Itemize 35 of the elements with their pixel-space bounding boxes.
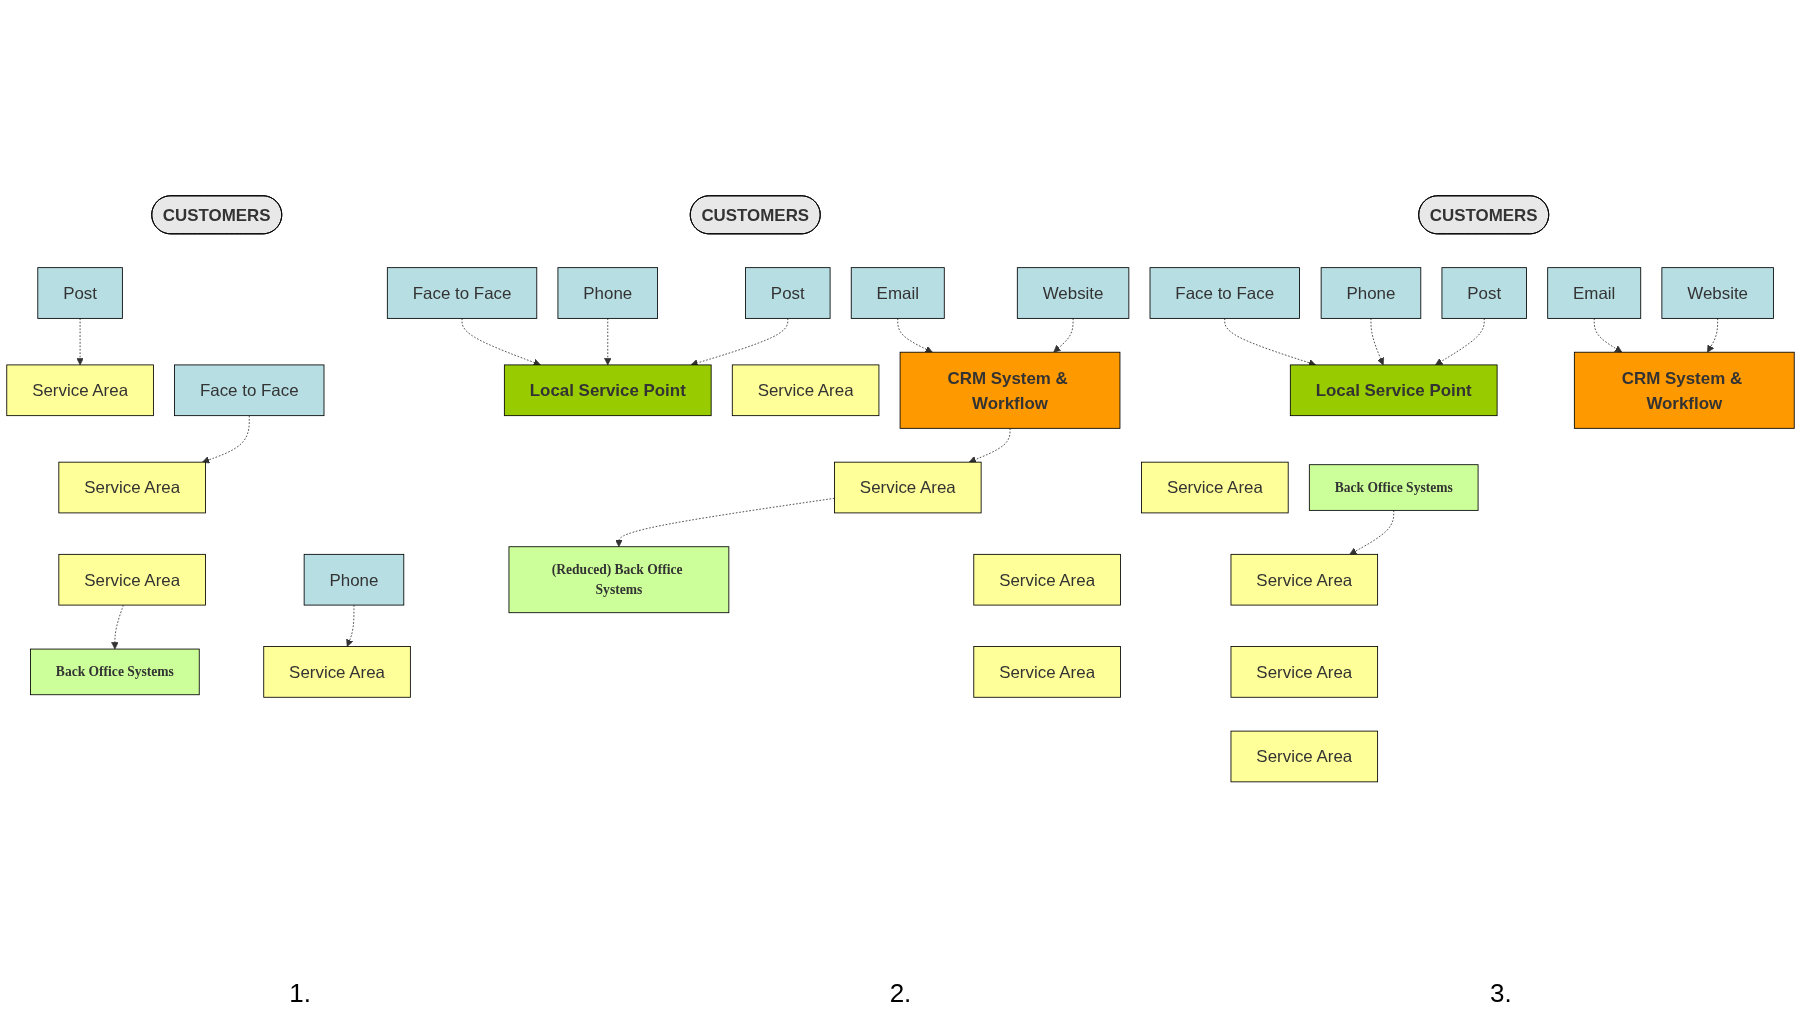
node-box: Phone [303, 554, 405, 606]
panel-number: 1. [289, 978, 311, 1010]
node-box: Service Area [834, 461, 982, 514]
node-box: Back Office Systems [30, 648, 200, 696]
node-box: Service Area [263, 646, 411, 698]
node-box: Service Area [1230, 730, 1379, 783]
node-box: Face to Face [386, 267, 538, 319]
node-box: Post [745, 267, 831, 319]
node-box: Local Service Point [503, 364, 712, 417]
node-box: Service Area [1230, 554, 1379, 606]
node-box: Post [37, 267, 123, 319]
node-box: Local Service Point [1289, 364, 1498, 417]
node-box: Service Area [58, 461, 206, 514]
panel-number: 2. [889, 978, 912, 1010]
node-box: Email [850, 267, 945, 319]
node-box: Website [1661, 267, 1774, 319]
node-box: Back Office Systems [1308, 464, 1479, 511]
node-box: Service Area [973, 554, 1121, 606]
node-box: Phone [557, 267, 658, 319]
node-box: Post [1441, 267, 1527, 319]
node-box: Email [1547, 267, 1642, 319]
node-box: Face to Face [174, 364, 325, 417]
node-box: Service Area [973, 646, 1121, 698]
node-box: Face to Face [1149, 267, 1300, 319]
node-box: Service Area [1230, 646, 1379, 698]
node-box: CRM System & Workflow [899, 352, 1121, 429]
node-box: Service Area [731, 364, 880, 417]
node-box: Service Area [58, 554, 206, 606]
node-box: Website [1016, 267, 1130, 319]
node-box: Phone [1320, 267, 1422, 319]
node-box: CRM System & Workflow [1573, 352, 1795, 429]
panel-number: 3. [1489, 978, 1512, 1010]
node-box: Service Area [1141, 461, 1289, 514]
node-box: (Reduced) Back Office Systems [508, 546, 730, 614]
node-box: Service Area [6, 364, 154, 417]
